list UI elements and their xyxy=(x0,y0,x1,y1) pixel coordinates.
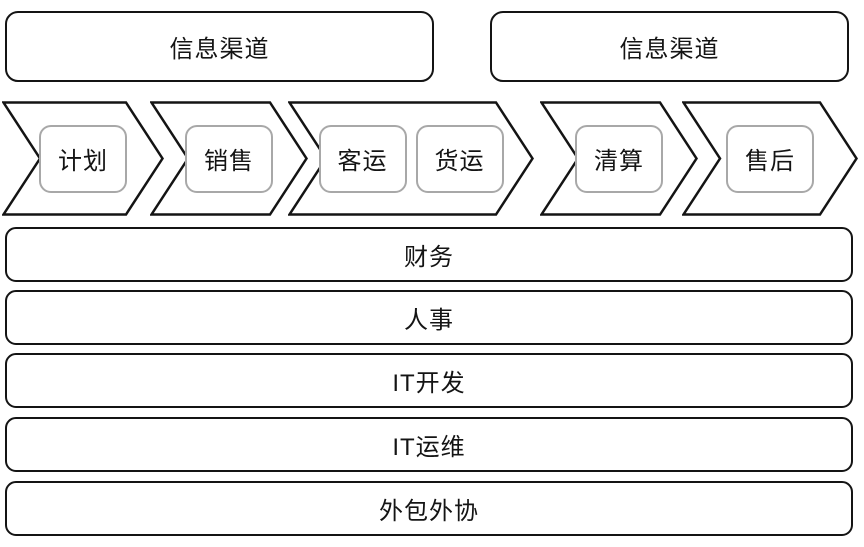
support-bar-label: 财务 xyxy=(404,244,454,271)
step-box-aftersales: 售后 xyxy=(726,124,814,193)
info-channel-label: 信息渠道 xyxy=(619,36,720,63)
support-bar-label: IT运维 xyxy=(392,434,466,461)
step-box-plan: 计划 xyxy=(39,124,127,193)
step-box-freight: 货运 xyxy=(415,124,504,193)
process-chevron-transport: 客运 货运 xyxy=(288,101,534,216)
step-label: 客运 xyxy=(337,148,388,175)
step-box-settlement: 清算 xyxy=(575,124,663,193)
support-bar-label: IT开发 xyxy=(392,370,466,397)
step-label: 售后 xyxy=(745,148,795,175)
support-bar-outsourcing: 外包外协 xyxy=(5,481,853,536)
support-bar-it-dev: IT开发 xyxy=(5,353,853,408)
process-chevron-sales: 销售 xyxy=(150,101,308,216)
step-label: 计划 xyxy=(58,148,108,175)
info-channel-box-left: 信息渠道 xyxy=(5,11,434,82)
process-chevron-settlement: 清算 xyxy=(540,101,698,216)
support-bar-finance: 财务 xyxy=(5,227,853,282)
process-chevron-aftersales: 售后 xyxy=(682,101,858,216)
info-channel-box-right: 信息渠道 xyxy=(490,11,849,82)
support-bar-label: 外包外协 xyxy=(379,498,479,525)
step-box-sales: 销售 xyxy=(185,124,273,193)
process-chevron-plan: 计划 xyxy=(2,101,164,216)
step-label: 清算 xyxy=(594,148,644,175)
step-box-passenger: 客运 xyxy=(318,124,407,193)
support-bar-it-ops: IT运维 xyxy=(5,417,853,472)
support-bar-hr: 人事 xyxy=(5,290,853,345)
step-label: 货运 xyxy=(434,148,485,175)
info-channel-label: 信息渠道 xyxy=(169,36,270,63)
step-label: 销售 xyxy=(204,148,254,175)
support-bar-label: 人事 xyxy=(404,307,454,334)
